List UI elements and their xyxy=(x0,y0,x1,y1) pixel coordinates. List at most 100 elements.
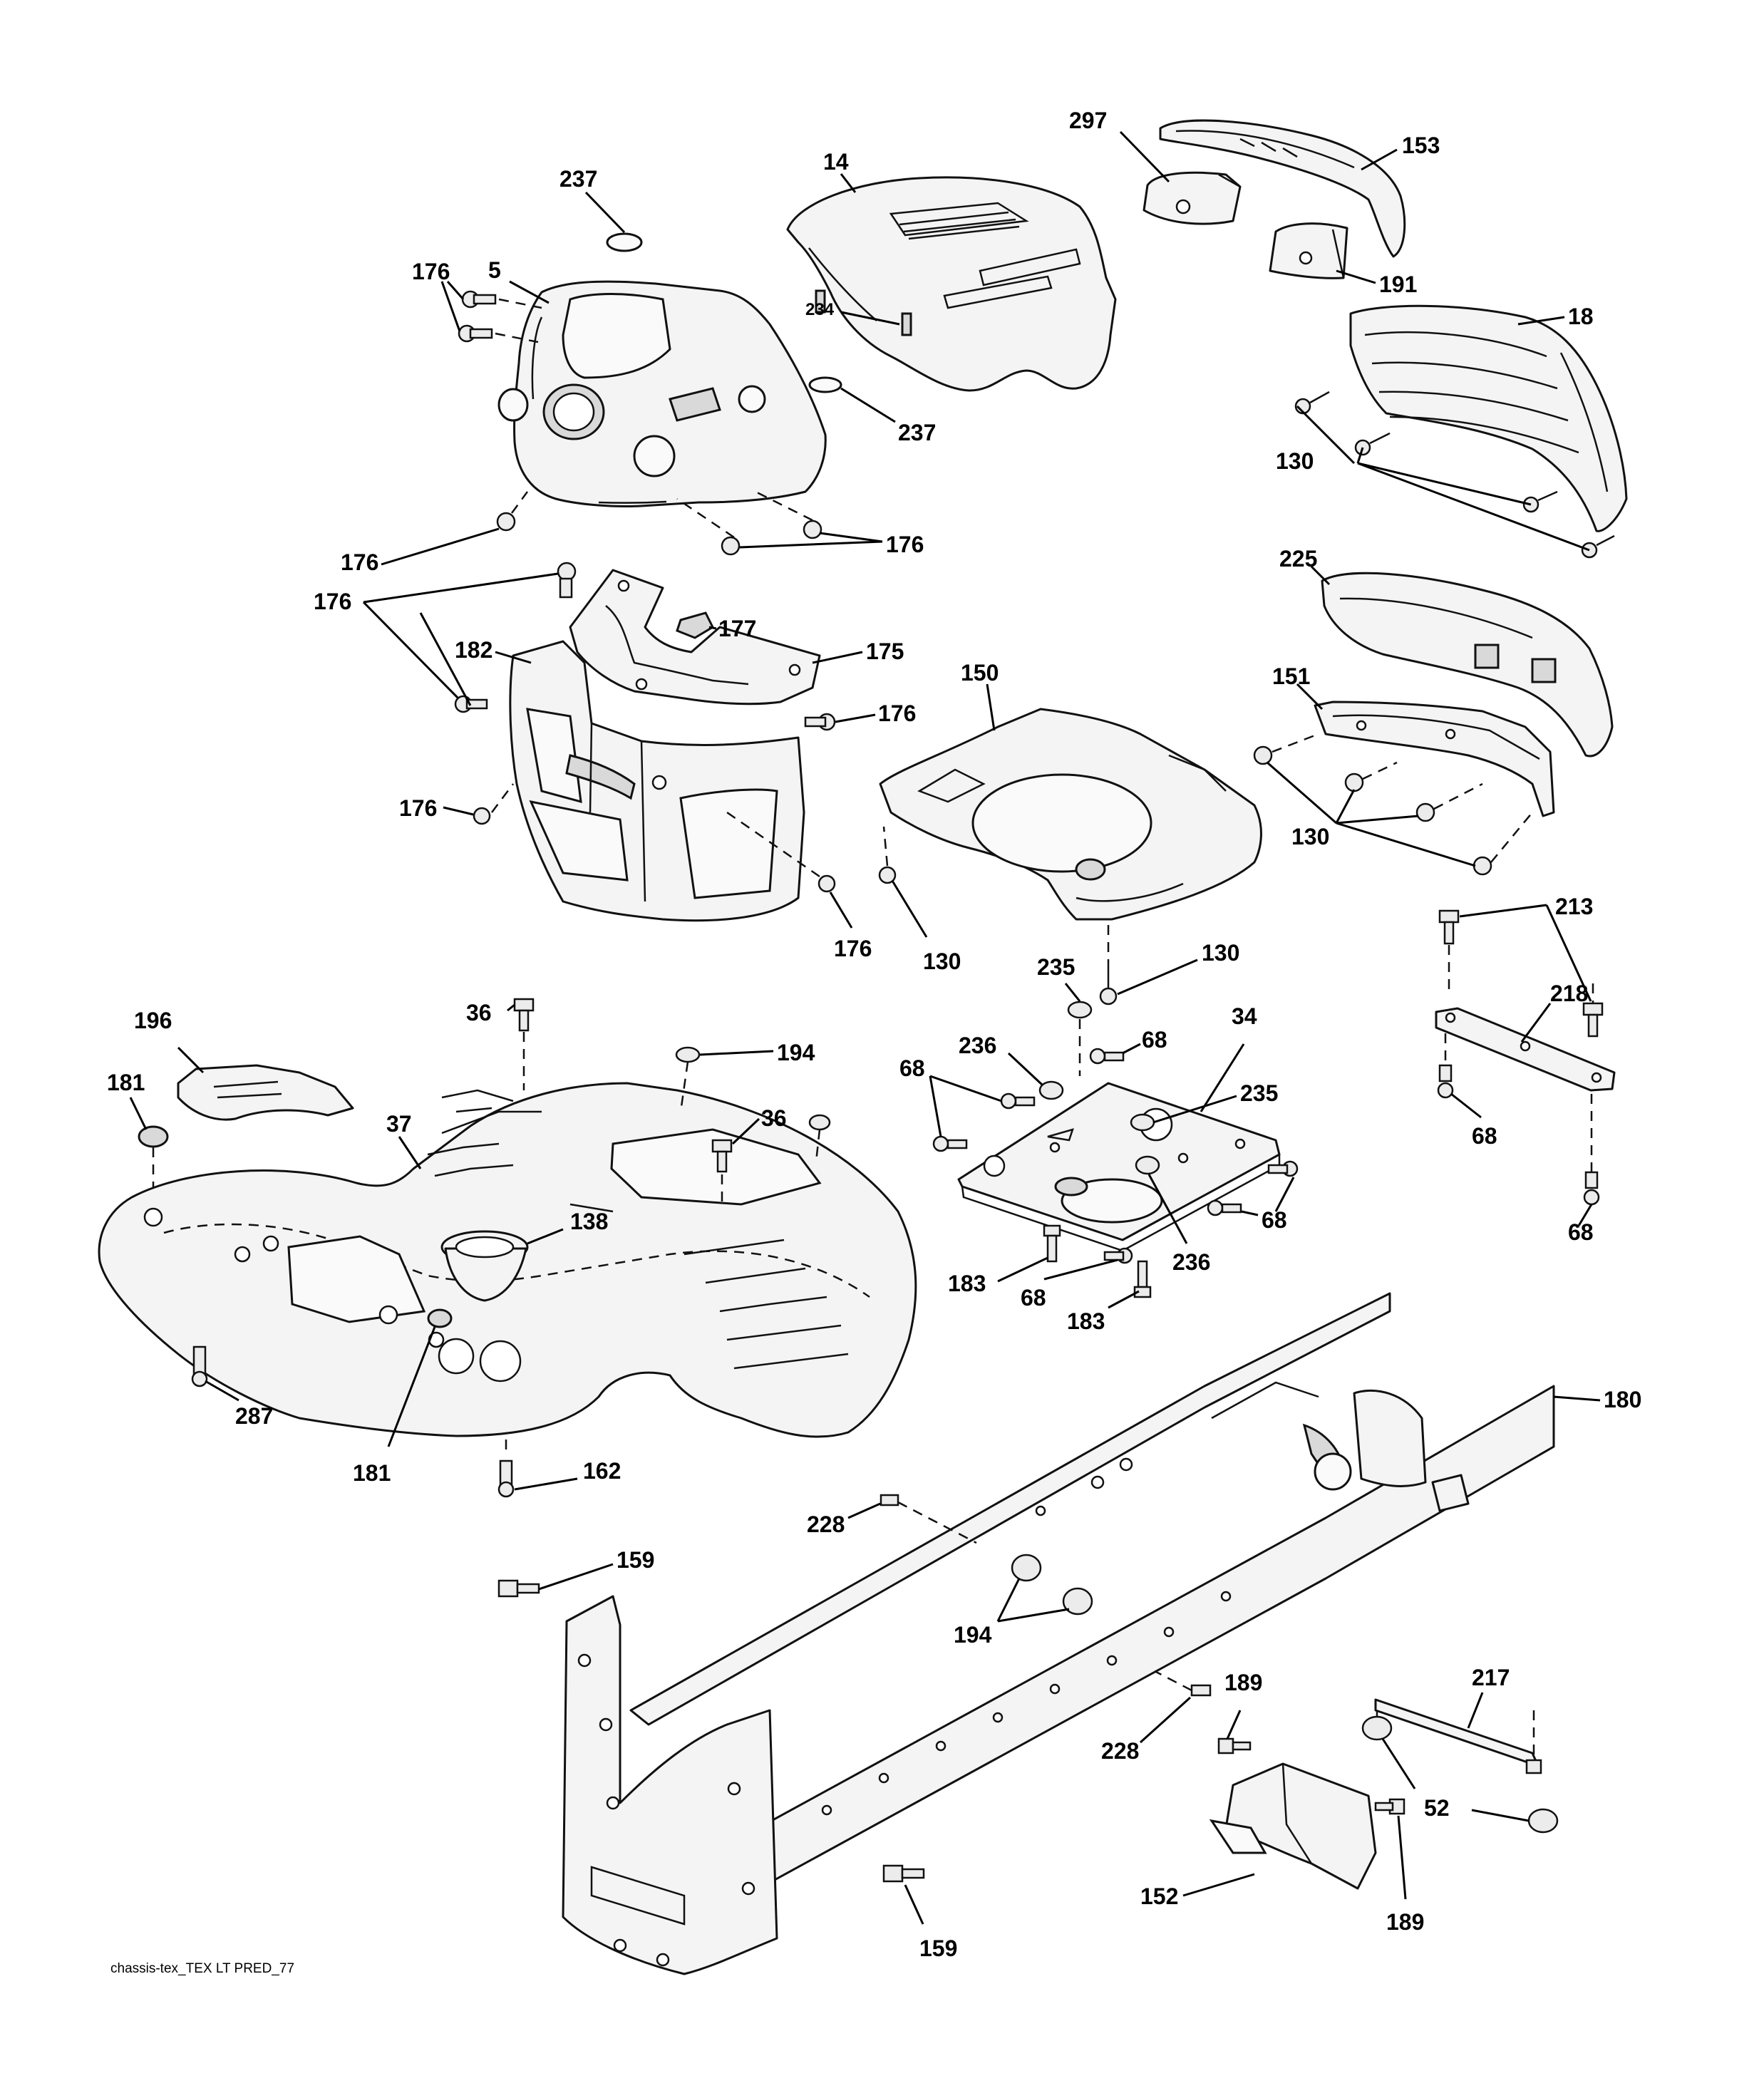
callout-68: 68 xyxy=(1021,1285,1046,1311)
callout-235: 235 xyxy=(1240,1080,1278,1106)
callout-237: 237 xyxy=(898,420,936,445)
callout-189: 189 xyxy=(1224,1670,1262,1695)
part-194-nuts-frame: 194 xyxy=(954,1554,1093,1648)
part-237-plug-lower: 237 xyxy=(808,376,936,445)
callout-130: 130 xyxy=(923,949,961,974)
part-191-block: 191 xyxy=(1269,222,1417,297)
callout-177: 177 xyxy=(718,616,756,641)
part-150-pan: 150 xyxy=(879,660,1262,921)
callout-180: 180 xyxy=(1604,1387,1641,1412)
callout-176: 176 xyxy=(878,701,916,726)
callout-159: 159 xyxy=(617,1547,654,1573)
callout-176: 176 xyxy=(412,259,450,284)
callout-191: 191 xyxy=(1379,272,1417,297)
part-159-bolts: 159 159 xyxy=(497,1547,957,1961)
callout-150: 150 xyxy=(961,660,999,686)
callout-36: 36 xyxy=(466,1000,492,1025)
callout-138: 138 xyxy=(570,1209,608,1234)
callout-225: 225 xyxy=(1279,546,1317,572)
part-228-pins: 228 228 xyxy=(807,1494,1212,1764)
part-234-clips: 234 xyxy=(805,289,912,336)
part-130-screws-pan: 130 130 xyxy=(878,826,1239,1006)
part-297-block: 297 xyxy=(1069,108,1242,225)
callout-287: 287 xyxy=(235,1403,273,1429)
part-217-rod: 217 xyxy=(1374,1665,1542,1774)
part-130-screws-bumper: 130 xyxy=(1253,733,1533,876)
callout-228: 228 xyxy=(807,1511,845,1537)
callout-151: 151 xyxy=(1272,663,1310,689)
part-225-bumper: 225 xyxy=(1279,546,1614,758)
callout-130: 130 xyxy=(1291,824,1329,849)
callout-218: 218 xyxy=(1550,981,1588,1006)
callout-68: 68 xyxy=(899,1055,925,1081)
part-183-bolts: 183 183 xyxy=(948,1224,1152,1334)
callout-14: 14 xyxy=(823,149,849,175)
part-52-bushings: 52 xyxy=(1361,1710,1559,1834)
part-180-frame: 180 xyxy=(629,1292,1641,1911)
callout-18: 18 xyxy=(1568,304,1594,329)
part-235-236-nuts: 235 236 235 236 xyxy=(959,954,1278,1275)
part-176-fasteners-console: 176 176 176 xyxy=(399,612,916,961)
part-182-console-housing: 182 xyxy=(455,637,805,922)
part-218-plate: 218 xyxy=(1435,981,1616,1092)
callout-176: 176 xyxy=(341,549,378,575)
callout-130: 130 xyxy=(1202,940,1239,966)
callout-237: 237 xyxy=(559,166,597,192)
callout-196: 196 xyxy=(134,1008,172,1033)
callout-217: 217 xyxy=(1472,1665,1510,1690)
callout-176: 176 xyxy=(886,532,924,557)
part-36-bolts: 36 36 xyxy=(466,998,787,1204)
part-5-dash-panel: 5 xyxy=(488,257,827,508)
callout-234: 234 xyxy=(805,300,835,319)
part-213-bolts: 213 xyxy=(1438,894,1604,1038)
part-153-trim-strip: 153 xyxy=(1159,119,1440,258)
callout-5: 5 xyxy=(488,257,501,283)
callout-36: 36 xyxy=(761,1105,787,1131)
part-237-plug-top: 237 xyxy=(559,166,643,252)
part-176-fasteners-left-pair: 176 xyxy=(412,259,542,343)
callout-176: 176 xyxy=(314,589,351,614)
callout-235: 235 xyxy=(1037,954,1075,980)
callout-182: 182 xyxy=(455,637,492,663)
part-frame-front-plate xyxy=(562,1595,778,1975)
callout-176: 176 xyxy=(834,936,872,961)
callout-189: 189 xyxy=(1386,1909,1424,1935)
callout-68: 68 xyxy=(1472,1123,1497,1149)
callout-68: 68 xyxy=(1568,1219,1594,1245)
callout-181: 181 xyxy=(353,1460,391,1486)
part-152-guard: 152 xyxy=(1140,1762,1377,1909)
part-196-pedal-pad: 196 xyxy=(134,1008,354,1121)
part-130-screws-grille: 130 xyxy=(1276,391,1615,559)
callout-194: 194 xyxy=(954,1622,992,1648)
part-177-knob: 177 xyxy=(676,611,756,641)
callout-181: 181 xyxy=(107,1070,145,1095)
part-176-fastener-console-top: 176 xyxy=(314,562,577,703)
callout-68: 68 xyxy=(1262,1207,1287,1233)
part-189-bolts: 189 189 xyxy=(1217,1670,1424,1935)
callout-213: 213 xyxy=(1555,894,1593,919)
callout-236: 236 xyxy=(1172,1249,1210,1275)
callout-194: 194 xyxy=(777,1040,815,1065)
part-14-hood-cover xyxy=(786,176,1117,392)
part-176-fasteners-under-dash: 176 176 xyxy=(341,490,924,575)
callout-152: 152 xyxy=(1140,1883,1178,1909)
callout-130: 130 xyxy=(1276,448,1314,474)
part-151-bracket: 151 xyxy=(1272,663,1555,817)
callout-34: 34 xyxy=(1232,1003,1257,1029)
callout-297: 297 xyxy=(1069,108,1107,133)
callout-37: 37 xyxy=(386,1111,412,1137)
part-18-grille: 18 xyxy=(1349,304,1628,532)
part-138-boot: 138 xyxy=(440,1209,608,1302)
part-175-bracket: 175 xyxy=(569,569,904,706)
callout-183: 183 xyxy=(948,1271,986,1296)
part-181-grommet-lower: 181 xyxy=(353,1308,453,1486)
callout-228: 228 xyxy=(1101,1738,1139,1764)
callout-159: 159 xyxy=(919,1936,957,1961)
part-287-screw: 287 xyxy=(191,1345,273,1429)
callout-153: 153 xyxy=(1402,133,1440,158)
callout-175: 175 xyxy=(866,639,904,664)
callout-68: 68 xyxy=(1142,1027,1167,1053)
part-34-mount-plate: 34 xyxy=(957,1003,1281,1252)
callout-176: 176 xyxy=(399,795,437,821)
